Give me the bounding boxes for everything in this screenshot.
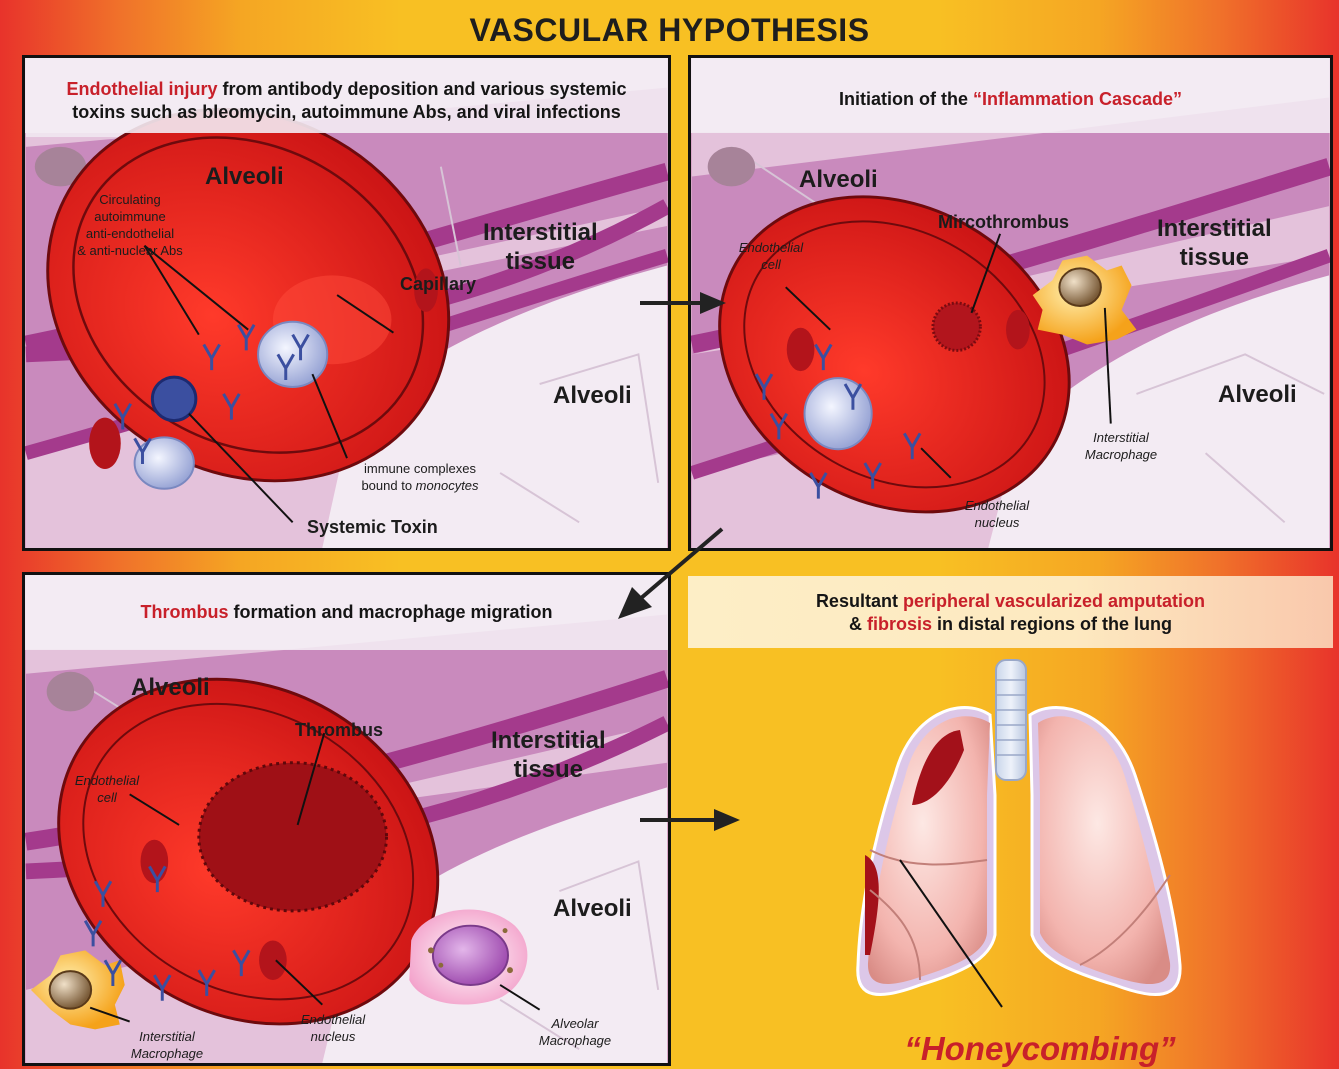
result-caption: Resultant peripheral vascularized amputa… <box>688 576 1333 648</box>
label-endothelial-cell: Endothelial cell <box>731 239 811 273</box>
label-text: Macrophage <box>131 1046 203 1061</box>
label-systemic-toxin: Systemic Toxin <box>307 513 438 542</box>
label-thrombus: Thrombus <box>295 716 383 745</box>
caption-highlight: “Inflammation Cascade” <box>973 89 1182 109</box>
caption-text: in distal regions of the lung <box>932 614 1172 634</box>
label-microthrombus: Mircothrombus <box>938 208 1069 237</box>
label-endothelial-nucleus: Endothelial nucleus <box>957 497 1037 531</box>
arrow-right-1 <box>638 290 728 316</box>
lungs-illustration <box>840 655 1210 1035</box>
label-text: immune complexes <box>364 461 476 476</box>
label-text: Interstitial <box>1093 430 1149 445</box>
label-text: cell <box>97 790 117 805</box>
label-endothelial-cell: Endothelial cell <box>67 772 147 806</box>
caption-text: Initiation of the <box>839 89 973 109</box>
label-text: Endothelial <box>965 498 1029 513</box>
label-text: nucleus <box>975 515 1020 530</box>
panel-thrombus-formation: Thrombus formation and macrophage migrat… <box>22 572 671 1066</box>
label-text: tissue <box>1180 244 1249 271</box>
label-alveoli-bottom: Alveoli <box>553 381 632 410</box>
panel-endothelial-injury: Endothelial injury from antibody deposit… <box>22 55 671 551</box>
caption-text: Resultant <box>816 591 903 611</box>
caption-text: from antibody deposition and various sys… <box>217 79 626 99</box>
caption-highlight: fibrosis <box>867 614 932 634</box>
panel1-caption: Endothelial injury from antibody deposit… <box>25 58 668 133</box>
label-text: Interstitial <box>139 1029 195 1044</box>
label-alveoli-bottom: Alveoli <box>1218 380 1297 409</box>
label-text: monocytes <box>416 478 479 493</box>
label-text: Interstitial <box>1157 215 1272 242</box>
label-alveoli-top: Alveoli <box>131 673 210 702</box>
panel-inflammation-cascade: Initiation of the “Inflammation Cascade”… <box>688 55 1333 551</box>
label-text: Alveolar <box>552 1016 599 1031</box>
label-text: nucleus <box>311 1029 356 1044</box>
caption-highlight: peripheral vascularized amputation <box>903 591 1205 611</box>
label-text: Interstitial <box>483 219 598 246</box>
label-alveoli-bottom: Alveoli <box>553 894 632 923</box>
label-circulating-abs: Circulating autoimmune anti-endothelial … <box>60 191 200 259</box>
label-text: Interstitial <box>491 727 606 754</box>
label-text: autoimmune <box>94 209 166 224</box>
label-text: bound to <box>361 478 415 493</box>
panel3-caption: Thrombus formation and macrophage migrat… <box>25 575 668 650</box>
label-capillary: Capillary <box>400 270 476 299</box>
label-text: tissue <box>514 756 583 783</box>
label-text: Endothelial <box>301 1012 365 1027</box>
label-immune-complexes: immune complexes bound to monocytes <box>345 460 495 494</box>
diagram-title: VASCULAR HYPOTHESIS <box>0 12 1339 49</box>
caption-highlight: Thrombus <box>140 602 228 622</box>
label-alveoli-top: Alveoli <box>799 165 878 194</box>
label-text: Macrophage <box>1085 447 1157 462</box>
caption-text: formation and macrophage migration <box>228 602 552 622</box>
label-text: Endothelial <box>75 773 139 788</box>
label-alveoli-top: Alveoli <box>205 162 284 191</box>
label-text: Endothelial <box>739 240 803 255</box>
caption-text: toxins such as bleomycin, autoimmune Abs… <box>72 102 620 122</box>
label-text: cell <box>761 257 781 272</box>
caption-text: & <box>849 614 867 634</box>
caption-highlight: Endothelial injury <box>66 79 217 99</box>
label-endothelial-nucleus: Endothelial nucleus <box>293 1011 373 1045</box>
label-text: Circulating <box>99 192 160 207</box>
panel2-caption: Initiation of the “Inflammation Cascade” <box>691 58 1330 133</box>
label-text: tissue <box>506 248 575 275</box>
label-text: & anti-nuclear Abs <box>77 243 183 258</box>
label-text: anti-endothelial <box>86 226 174 241</box>
arrow-right-2 <box>638 807 743 833</box>
label-text: Macrophage <box>539 1033 611 1048</box>
honeycombing-label: “Honeycombing” <box>860 1030 1220 1068</box>
